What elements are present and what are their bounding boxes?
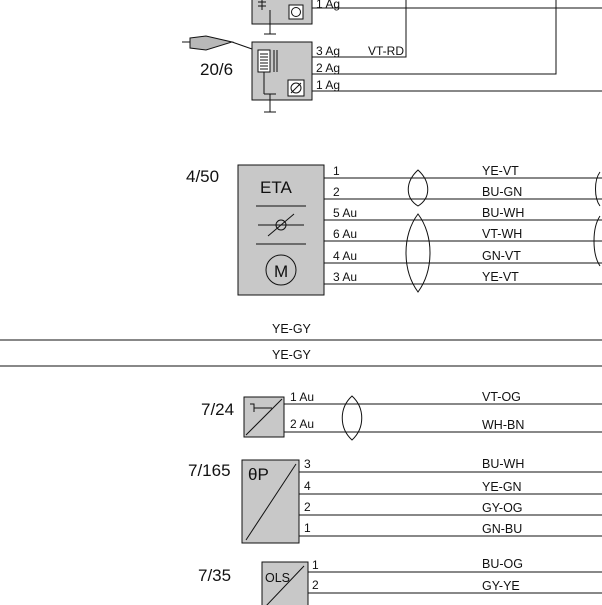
sensor-7-35: 7/35 OLS 1 2 BU-OG GY-YE [198,557,602,605]
eta-pin: 4 Au [333,249,357,263]
sensor-7-24-pin: 2 Au [290,417,314,431]
sensor-7-165-pin: 4 [304,479,311,493]
eta-pin: 1 [333,164,340,178]
sensor-7-165-wire: YE-GN [482,480,522,494]
sensor-7-24-label: 7/24 [201,400,234,419]
eta-pin: 5 Au [333,206,357,220]
eta-wire-color: GN-VT [482,249,521,263]
sensor-7-165-pin: 1 [304,521,311,535]
sensor-7-165-wire: GY-OG [482,501,523,515]
sensor-7-35-box-text: OLS [265,571,290,585]
connector-plug-icon [182,35,253,51]
eta-4-50: 4/50 ETA M 1 2 5 Au 6 Au 4 Au 3 Au [186,164,602,296]
relay-pin2: 2 Ag [316,61,340,75]
sensor-7-165-wire: GN-BU [482,522,522,536]
sensor-7-165-pin: 2 [304,500,311,514]
bus-lines: YE-GY YE-GY [0,322,602,367]
sensor-7-24: 7/24 1 Au 2 Au VT-OG WH-BN [201,390,602,441]
twisted-pair-icon [407,169,429,207]
motor-icon: M [265,254,297,286]
sensor-7-165-label: 7/165 [188,461,231,480]
sensor-7-24-wire: VT-OG [482,390,521,404]
eta-pin: 6 Au [333,227,357,241]
twisted-pair-icon [341,395,363,441]
sensor-7-35-pin: 2 [312,578,319,592]
relay-link-wire [312,0,407,58]
potentiometer-icon [258,213,304,237]
relay-top-partial: 1 Ag [251,0,602,35]
sensor-7-35-wire: GY-YE [482,579,520,593]
eta-wires: 1 2 5 Au 6 Au 4 Au 3 Au YE-VT BU-GN BU-W… [324,164,602,293]
twisted-pair-icon [405,213,431,293]
sensor-7-35-label: 7/35 [198,566,231,585]
eta-wire-color: BU-GN [482,185,522,199]
temperature-sensor-icon [250,403,272,412]
eta-pin: 3 Au [333,270,357,284]
sensor-7-165-wire: BU-WH [482,457,524,471]
relay-pin1: 1 Ag [316,78,340,92]
sensor-7-35-pin: 1 [312,558,319,572]
pressure-temp-icon: θP [248,465,269,484]
eta-wire-color: YE-VT [482,270,519,284]
relay-pin3: 3 Ag [316,44,340,58]
eta-wire-color: BU-WH [482,206,524,220]
sensor-7-24-wire: WH-BN [482,418,524,432]
bus-line-label: YE-GY [272,348,312,362]
eta-wire-color: YE-VT [482,164,519,178]
relay-20-6: 20/6 3 Ag VT-RD 2 Ag 1 Ag [182,35,602,113]
eta-wire-color: VT-WH [482,227,522,241]
sensor-7-24-pin: 1 Au [290,390,314,404]
motor-letter: M [274,262,288,281]
relay-label: 20/6 [200,60,233,79]
relay-coil-icon [257,49,278,113]
relay-top-pin1: 1 Ag [316,0,340,11]
bus-line-label: YE-GY [272,322,312,336]
relay-return-wire [312,0,557,75]
eta-box-text: ETA [260,178,292,197]
eta-label: 4/50 [186,167,219,186]
sensor-7-165: 7/165 θP 3 4 2 1 BU-WH YE-GN GY-OG GN-BU [188,457,602,544]
eta-pin: 2 [333,185,340,199]
sensor-7-165-pin: 3 [304,457,311,471]
relay-wire-vt-rd: VT-RD [368,44,404,58]
sensor-7-35-wire: BU-OG [482,557,523,571]
